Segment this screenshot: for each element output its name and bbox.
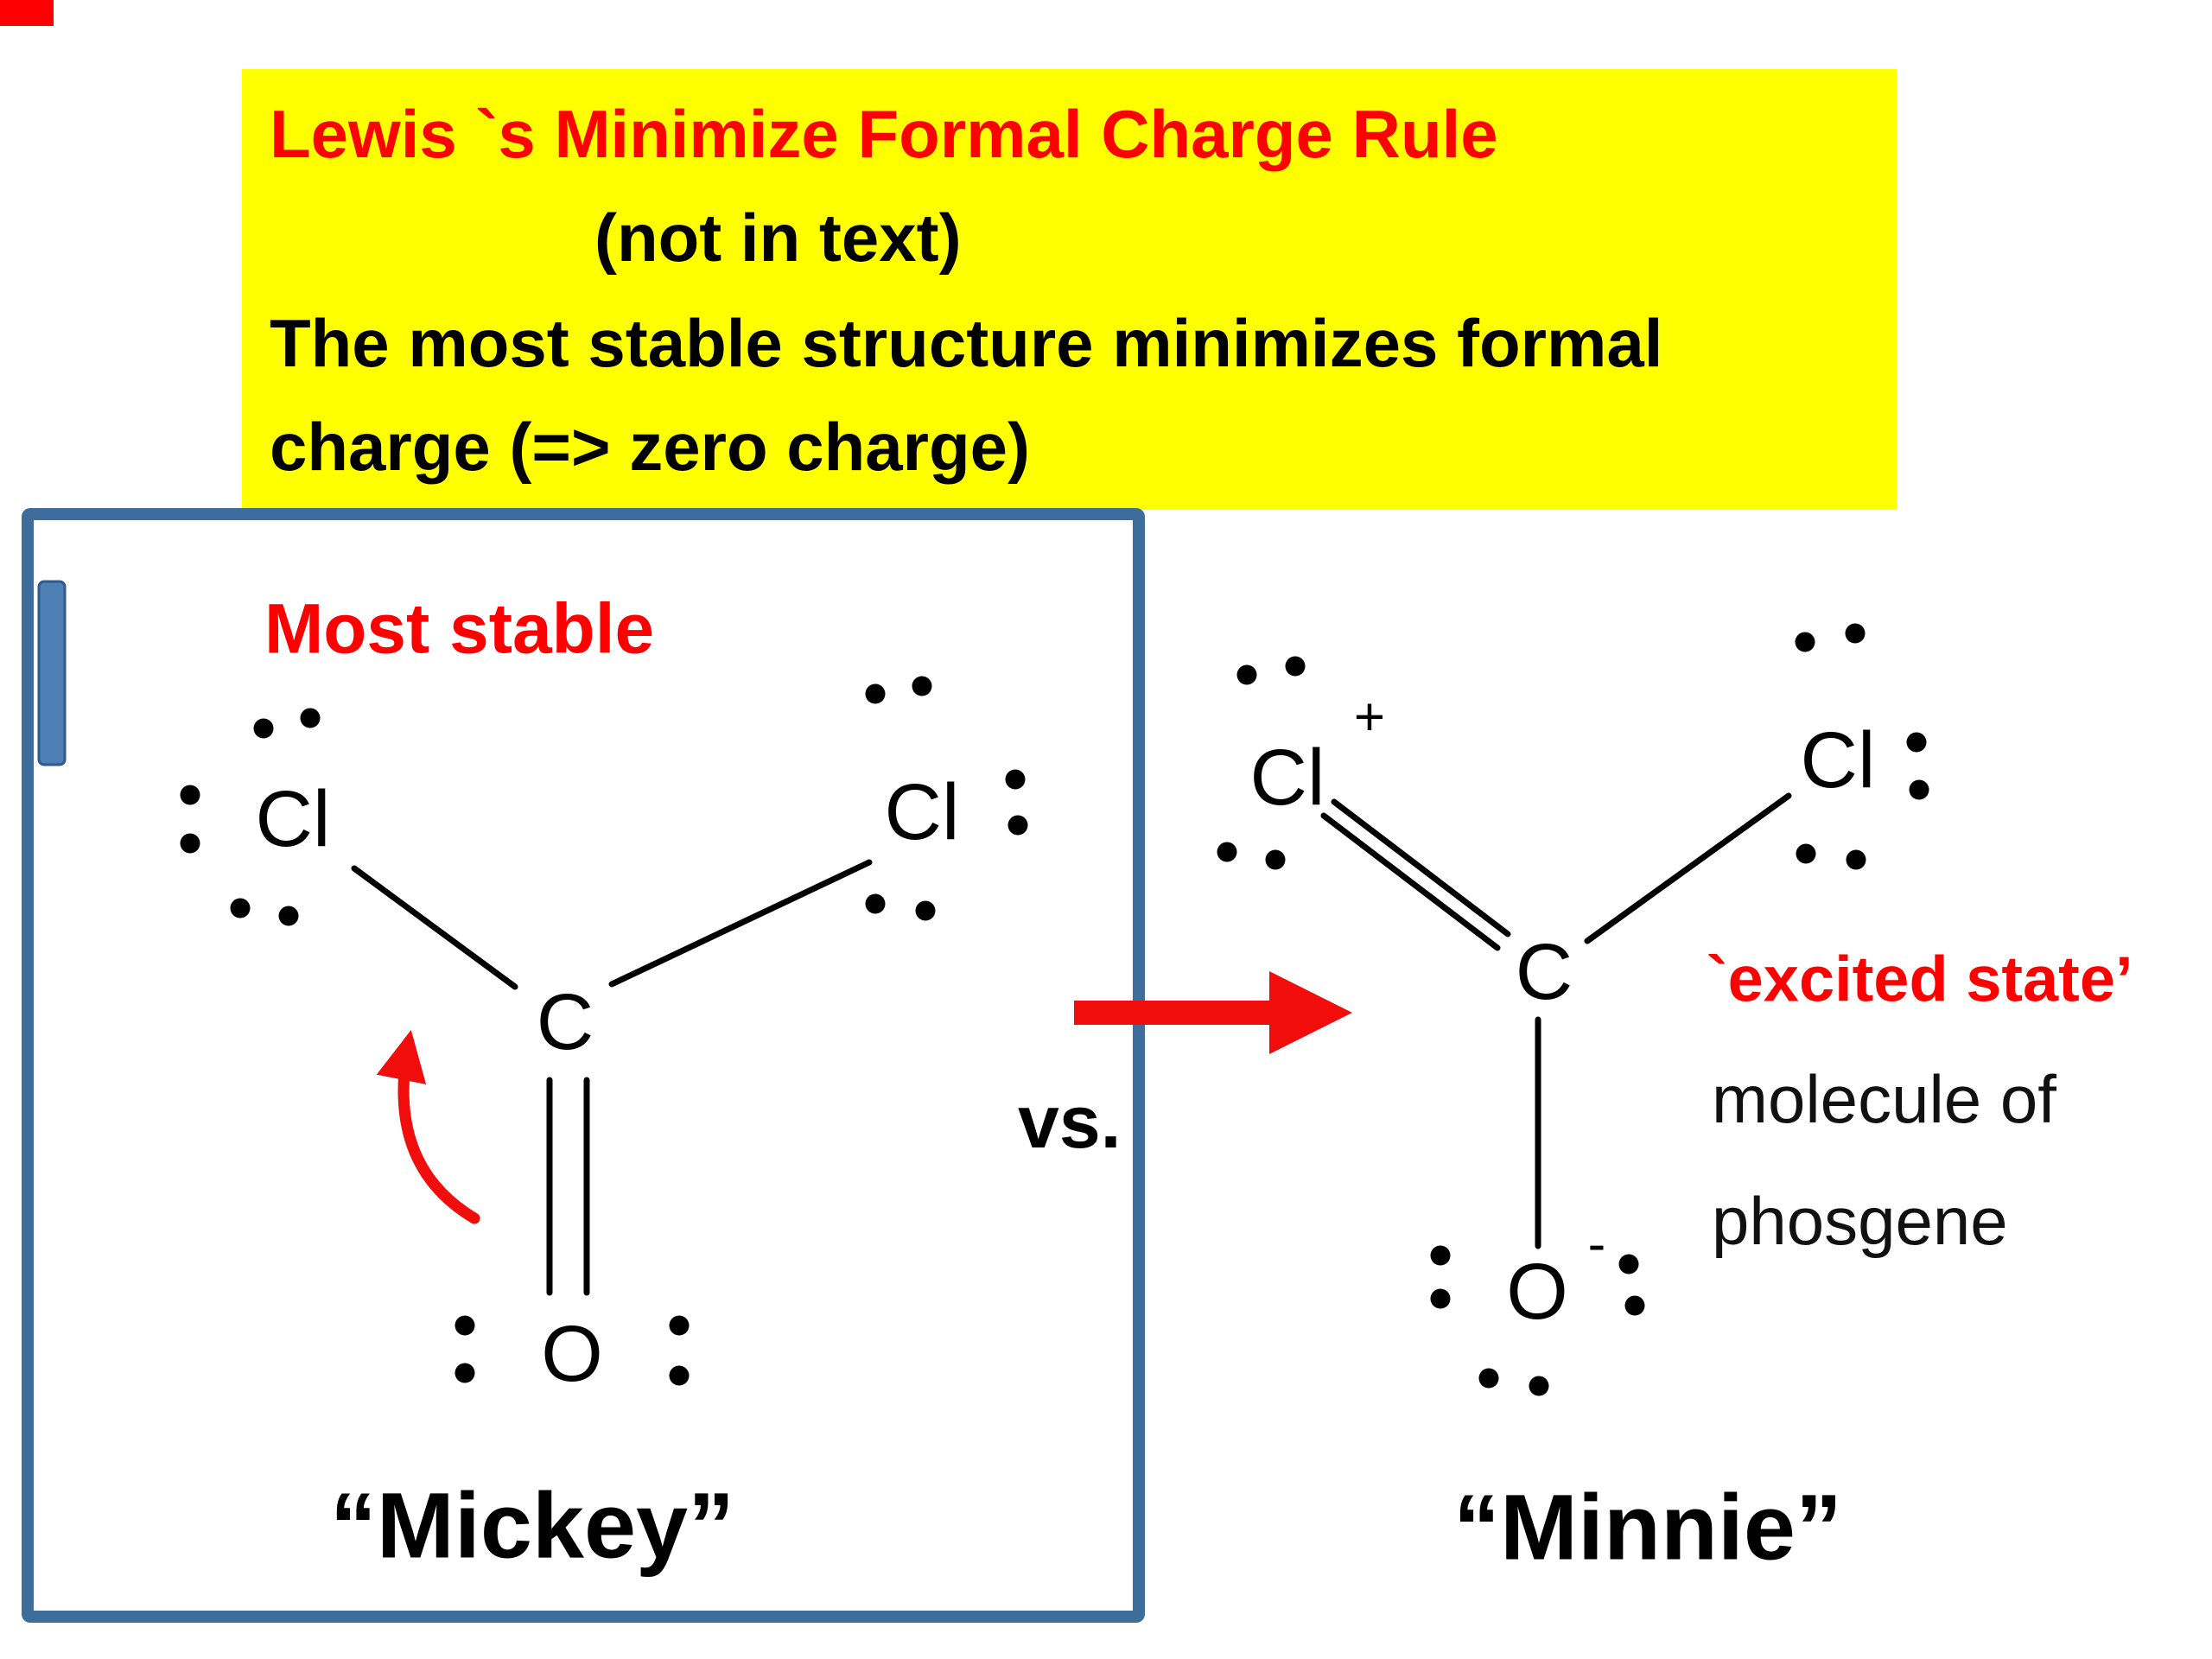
- most-stable-box: Most stable Cl Cl C O: [22, 508, 1145, 1623]
- phosgene-label: phosgene: [1712, 1183, 2008, 1259]
- lone-pairs-cl-right: [865, 676, 1028, 921]
- atom-carbon: C: [1516, 928, 1573, 1016]
- curved-red-arrow: [376, 1029, 480, 1224]
- lone-pairs-oxygen: [1430, 1245, 1645, 1396]
- atom-oxygen: O: [1506, 1248, 1568, 1336]
- minus-charge: -: [1588, 1215, 1606, 1274]
- bond-c-cl-left: [351, 865, 518, 990]
- double-bond-c-cl-line2: [1320, 812, 1501, 951]
- lone-pairs-cl-left: [180, 708, 321, 926]
- atom-carbon: C: [537, 978, 594, 1066]
- vs-label: vs.: [1018, 1081, 1122, 1164]
- banner-subtitle: (not in text): [594, 200, 962, 276]
- atom-oxygen: O: [541, 1310, 603, 1398]
- banner-title: Lewis `s Minimize Formal Charge Rule: [270, 96, 1498, 172]
- transition-arrow: [1074, 971, 1352, 1054]
- transition-arrow-shape: [1074, 971, 1352, 1054]
- plus-charge: +: [1354, 688, 1385, 747]
- rule-banner: Lewis `s Minimize Formal Charge Rule (no…: [242, 69, 1897, 510]
- most-stable-label: Most stable: [264, 590, 654, 669]
- atom-cl-left: Cl: [256, 775, 331, 863]
- atom-cl-right: Cl: [1801, 716, 1876, 804]
- lone-pairs-oxygen: [454, 1315, 690, 1386]
- molecule-of-label: molecule of: [1712, 1061, 2056, 1137]
- mickey-caption: “Mickey”: [330, 1473, 734, 1578]
- lone-pairs-cl-left: [1217, 656, 1306, 870]
- mickey-structure-canvas: Most stable Cl Cl C O: [37, 580, 1028, 1578]
- minnie-caption: “Minnie”: [1453, 1475, 1842, 1580]
- corner-marker: [0, 0, 54, 26]
- excited-state-label: `excited state’: [1707, 944, 2133, 1015]
- banner-rule-line2: charge (=> zero charge): [270, 409, 1031, 485]
- minnie-structure-canvas: Cl + Cl C O - `excited state’ molecule o…: [1217, 623, 2133, 1580]
- bond-c-cl-right: [608, 859, 873, 988]
- banner-rule-line1: The most stable structure minimizes form…: [270, 305, 1663, 381]
- atom-cl-right: Cl: [885, 768, 960, 856]
- atom-cl-left: Cl: [1250, 734, 1325, 822]
- double-bond-c-cl-line1: [1331, 798, 1511, 938]
- lone-pairs-cl-right: [1795, 623, 1929, 870]
- slide-edge-tab: [37, 580, 67, 766]
- bond-c-cl-right: [1584, 792, 1792, 944]
